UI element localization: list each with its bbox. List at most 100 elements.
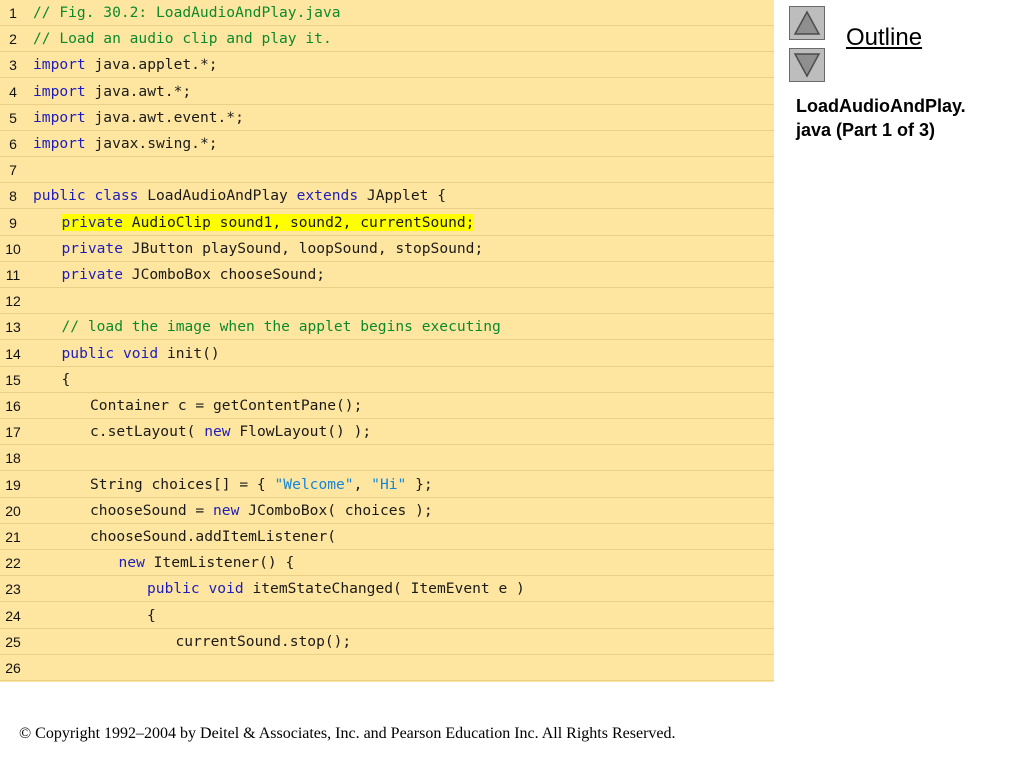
caption-line-1: LoadAudioAndPlay. [796,96,966,116]
code-text: public class LoadAudioAndPlay extends JA… [33,183,446,209]
code-token: ItemListener() { [144,554,295,572]
code-line: 1 // Fig. 30.2: LoadAudioAndPlay.java [0,0,774,26]
code-text: public void init() [62,341,220,367]
code-token: JComboBox chooseSound; [123,266,326,283]
code-line: 17 c.setLayout( new FlowLayout() ); [0,419,774,446]
code-keyword: public [61,344,115,362]
outline-link[interactable]: Outline [846,24,923,51]
line-number: 17 [5,424,21,441]
next-slide-button[interactable] [789,48,825,82]
code-token: c.setLayout( [90,423,205,441]
code-keyword: extends [296,187,359,205]
code-line: 2 // Load an audio clip and play it. [0,26,774,53]
code-string: "Welcome" [274,475,354,493]
code-line: 26 [0,655,774,681]
code-text: c.setLayout( new FlowLayout() ); [90,419,371,445]
code-comment: // Fig. 30.2: LoadAudioAndPlay.java [33,4,341,21]
code-keyword: private [61,239,124,257]
line-number: 24 [5,607,21,624]
code-text: // Load an audio clip and play it. [33,26,332,52]
code-text: private JButton playSound, loopSound, st… [62,236,484,262]
code-string: "Hi" [371,475,407,493]
code-keyword: class [94,187,139,205]
triangle-up-icon [793,10,821,35]
slide-caption: LoadAudioAndPlay. java (Part 1 of 3) [796,94,1024,142]
code-text: chooseSound.addItemListener( [90,524,336,550]
code-keyword: import [33,82,86,100]
line-number: 13 [5,319,21,336]
code-line: 7 [0,157,774,184]
code-text: // load the image when the applet begins… [62,314,501,340]
code-token: chooseSound = [90,501,214,519]
line-number: 11 [5,267,21,283]
previous-slide-button[interactable] [789,6,825,40]
line-number: 5 [9,109,17,126]
line-number: 25 [5,633,21,650]
code-line: 24 { [0,603,774,629]
line-number: 15 [5,371,21,388]
line-number: 7 [9,162,17,179]
code-text: import java.awt.event.*; [33,105,244,131]
line-number: 3 [9,57,17,74]
code-text: import java.awt.*; [33,79,191,105]
code-keyword: public [33,187,86,205]
code-line: 5 import java.awt.event.*; [0,105,774,131]
code-token: LoadAudioAndPlay [138,187,297,205]
line-number: 12 [5,293,21,310]
code-token: init() [158,344,220,362]
code-keyword: private [61,213,124,231]
code-line: 13 // load the image when the applet begi… [0,314,774,341]
code-text: public void itemStateChanged( ItemEvent … [147,576,525,602]
code-token: }; [406,475,433,493]
line-number: 18 [5,450,21,467]
code-token [114,345,123,362]
line-number: 10 [5,240,21,257]
code-token: currentSound.stop(); [175,632,352,650]
code-token: JButton playSound, loopSound, stopSound; [123,239,484,257]
code-line: 12 [0,288,774,315]
code-text: private AudioClip sound1, sound2, curren… [61,210,475,236]
code-text: import javax.swing.*; [33,131,218,157]
code-text: chooseSound = new JComboBox( choices ); [90,498,433,524]
line-number: 2 [9,31,17,48]
line-number: 1 [9,5,17,21]
code-token: java.awt.event.*; [85,108,244,126]
code-token: java.awt.*; [85,82,192,100]
code-text: private JComboBox chooseSound; [62,262,326,288]
line-number: 21 [5,529,21,545]
code-keyword: void [123,344,159,362]
code-text: currentSound.stop(); [176,629,352,655]
code-line: 15 { [0,367,774,393]
code-line: 18 [0,445,774,472]
code-text: Container c = getContentPane(); [90,393,362,419]
code-keyword: new [213,501,240,519]
code-line: 10 private JButton playSound, loopSound, … [0,236,774,262]
code-keyword: import [33,108,86,126]
code-line: 9 private AudioClip sound1, sound2, curre… [0,210,774,236]
code-text: { [62,367,71,393]
code-token: { [147,606,156,624]
code-text: new ItemListener() { [119,550,295,576]
line-number: 16 [5,398,21,414]
line-number: 9 [9,214,17,231]
code-keyword: void [208,580,244,598]
code-token: AudioClip sound1, sound2, currentSound; [123,213,475,231]
code-token [200,580,209,597]
code-line: 23 public void itemStateChanged( ItemEven… [0,576,774,603]
copyright-footer: © Copyright 1992–2004 by Deitel & Associ… [19,725,676,742]
code-token: , [353,475,372,493]
code-token [86,187,95,204]
code-comment: // load the image when the applet begins… [61,318,501,336]
code-keyword: new [118,554,145,572]
code-line: 11 private JComboBox chooseSound; [0,262,774,288]
triangle-down-icon [793,53,821,78]
code-token: itemStateChanged( ItemEvent e ) [243,580,525,598]
line-number: 4 [9,83,17,100]
line-number: 23 [5,581,21,598]
line-number: 26 [5,660,21,676]
